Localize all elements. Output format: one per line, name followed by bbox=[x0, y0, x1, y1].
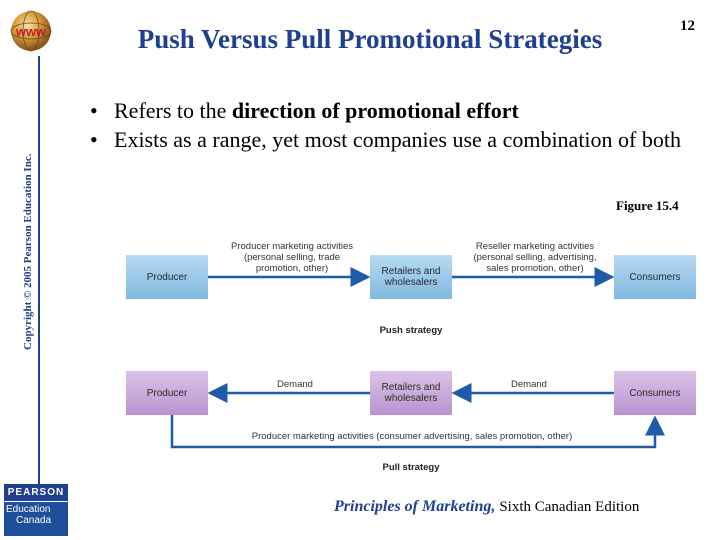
push-producer-label: Producer bbox=[146, 271, 188, 283]
push-retailers-box bbox=[370, 255, 452, 299]
pull-retailers-label: Retailers and wholesalers bbox=[381, 382, 441, 404]
book-edition: Sixth Canadian Edition bbox=[499, 499, 640, 515]
push-producer-activities: Producer marketing activities (personal … bbox=[231, 241, 353, 274]
globe-text: www bbox=[15, 24, 47, 39]
pearson-logo: PEARSON Education Canada bbox=[4, 484, 68, 536]
figure-label: Figure 15.4 bbox=[616, 198, 679, 213]
pull-retailers-box bbox=[370, 371, 452, 415]
footer-citation: Principles of Marketing, Sixth Canadian … bbox=[334, 498, 639, 516]
push-strategy-label: Push strategy bbox=[379, 325, 443, 336]
pearson-subtitle: Education Canada bbox=[6, 504, 66, 526]
push-pull-diagram: Producer Retailers and wholesalers Consu… bbox=[110, 225, 700, 480]
pull-producer-activities: Producer marketing activities (consumer … bbox=[222, 431, 602, 442]
pearson-brand: PEARSON bbox=[4, 484, 68, 502]
bullet-list: Refers to the direction of promotional e… bbox=[84, 96, 694, 154]
pull-producer-box bbox=[126, 371, 208, 415]
globe-www-icon: www bbox=[10, 10, 52, 52]
pearson-line2: Canada bbox=[16, 515, 52, 526]
pull-producer-label: Producer bbox=[146, 387, 188, 399]
pearson-line1: Education bbox=[6, 504, 51, 515]
pull-demand-left-label: Demand bbox=[277, 379, 313, 390]
pull-consumers-box bbox=[614, 371, 696, 415]
pull-strategy-label: Pull strategy bbox=[382, 462, 440, 473]
push-consumers-box bbox=[614, 255, 696, 299]
bullet-item: Exists as a range, yet most companies us… bbox=[84, 125, 694, 154]
slide-number: 12 bbox=[680, 18, 695, 34]
book-title: Principles of Marketing, bbox=[334, 498, 496, 515]
bullet-item: Refers to the direction of promotional e… bbox=[84, 96, 694, 125]
pull-activities-arrow bbox=[170, 415, 665, 449]
push-producer-box bbox=[126, 255, 208, 299]
sidebar-divider bbox=[38, 56, 40, 524]
push-consumers-label: Consumers bbox=[629, 271, 681, 283]
copyright-text: Copyright © 2005 Pearson Education Inc. bbox=[22, 153, 34, 350]
pull-consumers-label: Consumers bbox=[629, 387, 681, 399]
push-retailers-label: Retailers and wholesalers bbox=[381, 266, 441, 288]
push-reseller-activities: Reseller marketing activities (personal … bbox=[473, 241, 597, 274]
diagram-canvas bbox=[126, 255, 696, 449]
pull-demand-right-label: Demand bbox=[511, 379, 547, 390]
page-title: Push Versus Pull Promotional Strategies bbox=[137, 24, 603, 54]
